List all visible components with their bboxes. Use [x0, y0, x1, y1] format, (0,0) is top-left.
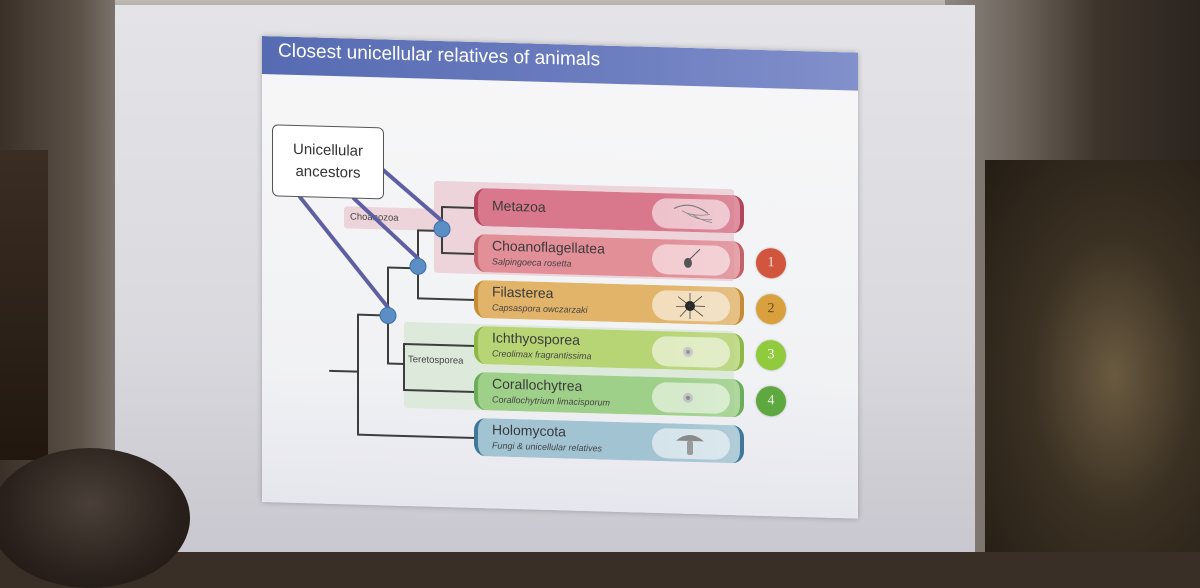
- jellyfish-icon: [652, 198, 730, 230]
- node-choanozoa: [434, 221, 450, 237]
- pointer-to-choanozoa-node: [380, 167, 442, 221]
- choanoflagellatea-image-panel: [652, 244, 730, 276]
- pointer-to-holozoa-node: [300, 197, 388, 307]
- branch-filasterea: [418, 298, 480, 300]
- badge-4: 4: [756, 386, 786, 417]
- taxon-choanoflagellatea: Choanoflagellatea Salpingoeca rosetta: [474, 234, 744, 280]
- taxon-name: Metazoa: [492, 197, 546, 215]
- node-filozoa: [410, 258, 426, 274]
- taxon-name: Corallochytrea: [492, 375, 582, 394]
- taxon-name: Holomycota: [492, 421, 566, 439]
- filasterea-image-panel: [652, 290, 730, 322]
- metazoa-image-panel: [652, 198, 730, 230]
- mushroom-icon: [652, 428, 730, 460]
- tree-branches: [330, 204, 480, 438]
- taxon-metazoa: Metazoa: [474, 188, 744, 234]
- badge-3: 3: [756, 340, 786, 371]
- cell-icon: [652, 336, 730, 368]
- audience-head: [0, 448, 190, 588]
- taxon-corallochytrea: Corallochytrea Corallochytrium limacispo…: [474, 372, 744, 418]
- taxon-species: Creolimax fragrantissima: [492, 348, 592, 361]
- taxon-holomycota: Holomycota Fungi & unicellular relatives: [474, 418, 744, 464]
- badge-2: 2: [756, 294, 786, 325]
- taxon-name: Filasterea: [492, 283, 553, 301]
- node-holozoa: [380, 307, 396, 323]
- badge-1: 1: [756, 248, 786, 279]
- unicellular-ancestors-callout: Unicellular ancestors: [272, 124, 384, 199]
- root-branch: [330, 371, 358, 372]
- branch-ichthyosporea: [404, 344, 480, 346]
- taxon-filasterea: Filasterea Capsaspora owczarzaki: [474, 280, 744, 326]
- corallochytrea-image-panel: [652, 382, 730, 414]
- wall-painting: [985, 160, 1200, 552]
- taxon-species: Salpingoeca rosetta: [492, 256, 572, 268]
- choanoflagellate-icon: [652, 244, 730, 276]
- pointer-to-filozoa-node: [354, 199, 418, 259]
- cell-icon: [652, 382, 730, 414]
- taxon-name: Choanoflagellatea: [492, 237, 605, 256]
- wall-panel-left: [0, 150, 48, 460]
- holomycota-image-panel: [652, 428, 730, 460]
- capsaspora-icon: [652, 290, 730, 322]
- taxon-species: Corallochytrium limacisporum: [492, 394, 610, 407]
- taxon-species: Fungi & unicellular relatives: [492, 440, 602, 453]
- taxon-name: Ichthyosporea: [492, 329, 580, 347]
- taxon-ichthyosporea: Ichthyosporea Creolimax fragrantissima: [474, 326, 744, 372]
- branch-holomycota: [358, 435, 480, 438]
- ichthyosporea-image-panel: [652, 336, 730, 368]
- branch-corallochytrea: [404, 390, 480, 392]
- callout-text: Unicellular ancestors: [293, 139, 363, 185]
- taxon-species: Capsaspora owczarzaki: [492, 302, 588, 315]
- presentation-slide: Closest unicellular relatives of animals…: [262, 36, 858, 519]
